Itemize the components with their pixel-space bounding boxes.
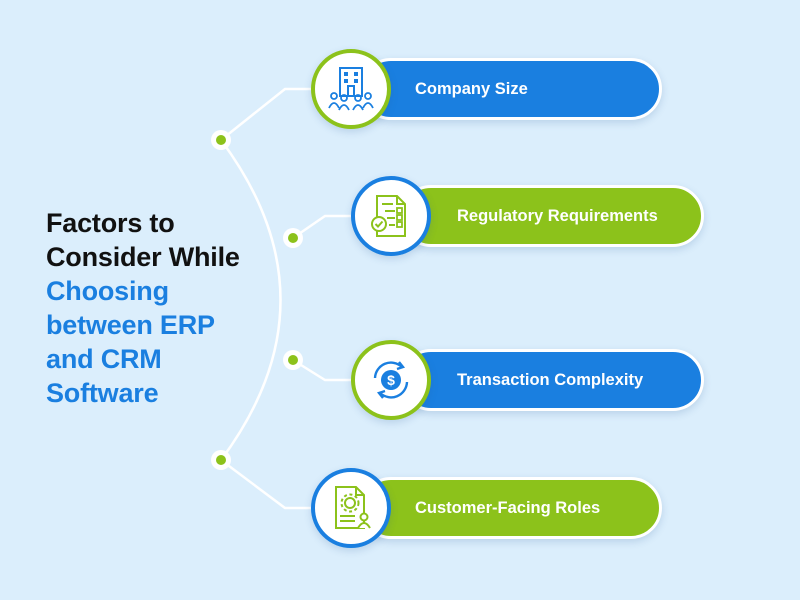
node-dot [211,130,231,150]
document-settings-user-icon [335,486,371,529]
connector-regulatory [292,214,360,240]
factor-transaction-complexity: Transaction Complexity [400,349,704,411]
main-arc [219,139,282,461]
factor-icon-circle [351,176,431,256]
office-building-people-icon [328,67,374,111]
node-dot [283,350,303,370]
node-dot [211,450,231,470]
connector-transaction [292,358,360,382]
node-dot [283,228,303,248]
factor-customer-facing-roles: Customer-Facing Roles [360,477,662,539]
factor-icon-circle [311,49,391,129]
factor-icon-circle [311,468,391,548]
factor-label: Transaction Complexity [457,370,644,389]
compliance-checklist-icon [371,195,406,237]
title-line: and CRM [46,344,162,374]
title-line: Software [46,378,159,408]
factor-label: Company Size [415,79,528,98]
factor-label: Regulatory Requirements [457,206,658,225]
dollar-exchange-icon: $ [373,361,409,399]
factor-icon-circle: $ [351,340,431,420]
title-line: Factors to [46,208,175,238]
title-line: between ERP [46,310,215,340]
factor-company-size: Company Size [360,58,662,120]
title-line: Consider While [46,242,240,272]
factor-regulatory-requirements: Regulatory Requirements [400,185,704,247]
title-line: Choosing [46,276,169,306]
factor-label: Customer-Facing Roles [415,498,601,517]
infographic-title: Factors to Consider While Choosing betwe… [46,206,306,410]
svg-text:$: $ [387,372,395,388]
